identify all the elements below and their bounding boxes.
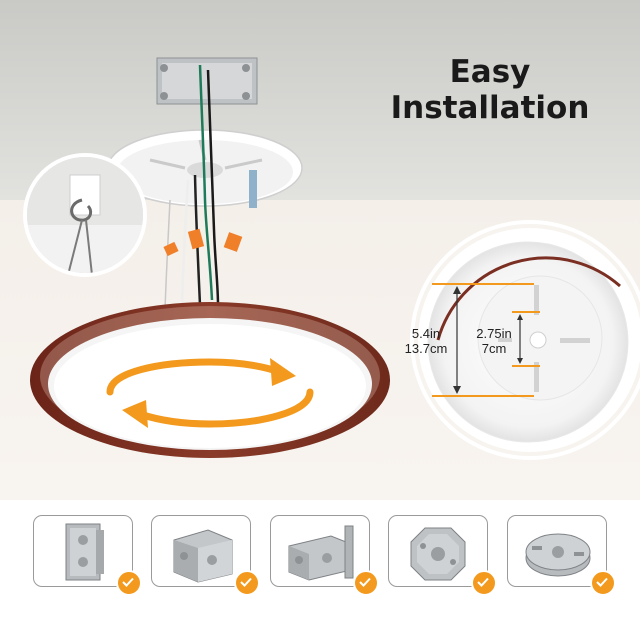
headline: Easy Installation	[380, 54, 600, 126]
handy-box-icon	[288, 525, 354, 581]
outer-dimension-label: 5.4in 13.7cm	[397, 326, 455, 356]
rotate-arrows-icon	[106, 358, 314, 428]
check-icon	[590, 570, 616, 596]
ceiling-light-fixture	[30, 302, 390, 458]
check-icon	[471, 570, 497, 596]
single-gang-box-card	[33, 515, 142, 596]
outer-dimension-cm: 13.7cm	[404, 341, 448, 356]
outer-dimension-in: 5.4in	[411, 326, 441, 341]
single-gang-box-icon	[65, 523, 104, 581]
square-box-icon	[173, 529, 233, 583]
hook-icon	[67, 198, 93, 273]
inner-dimension-cm: 7cm	[481, 341, 507, 356]
wires	[163, 64, 243, 311]
handy-box-card	[270, 515, 379, 596]
headline-line-2: Installation	[390, 90, 590, 126]
check-icon	[353, 570, 379, 596]
inner-dimension-label: 2.75in 7cm	[466, 326, 522, 356]
inner-dimension-in: 2.75in	[476, 326, 512, 341]
headline-line-1: Easy	[449, 54, 531, 90]
pancake-box-icon	[525, 533, 591, 577]
ceiling-junction-box	[156, 57, 258, 105]
hook-inset	[23, 153, 147, 277]
octagon-box-icon	[410, 527, 466, 581]
check-icon	[234, 570, 260, 596]
octagon-box-card	[388, 515, 497, 596]
check-icon	[116, 570, 142, 596]
pancake-box-card	[507, 515, 616, 596]
plate-detail	[410, 220, 640, 460]
square-box-card	[151, 515, 260, 596]
